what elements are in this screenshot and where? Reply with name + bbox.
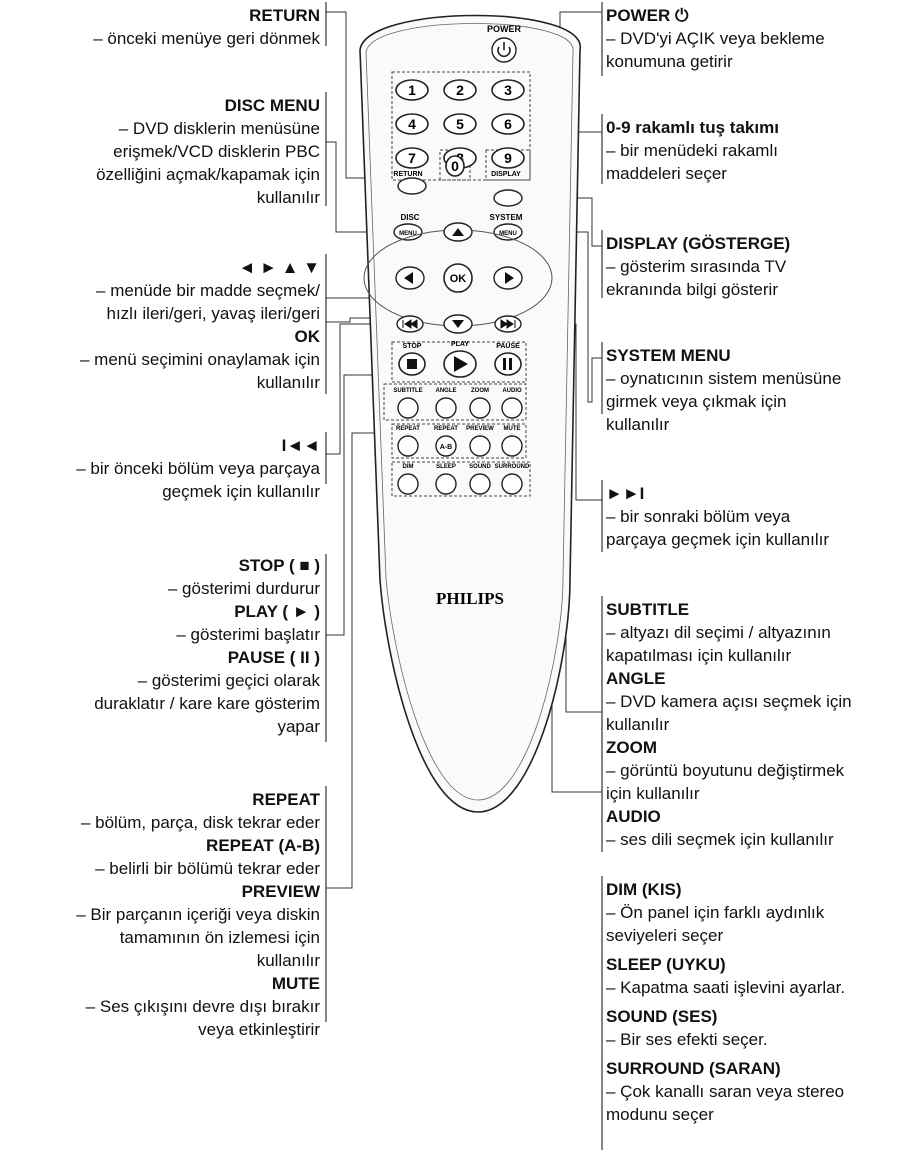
label-power: POWER ⏻ – DVD'yi AÇIK veya bekleme konum… [606,6,825,71]
digit-9-label: 9 [504,150,512,166]
digit-2-button [443,79,477,101]
func-label-sleep: SLEEP [436,464,456,470]
digit-0-button [445,155,465,177]
mute-button [501,435,523,457]
previous-icon [402,319,418,329]
func-label-angle: ANGLE [436,388,457,394]
svg-text:OK: OK [450,273,467,285]
svg-text:MENU: MENU [399,231,417,237]
digit-1-label: 1 [408,82,416,98]
digit-4-label: 4 [408,116,416,132]
zoom-button [469,397,491,419]
system-label: SYSTEM [490,213,523,222]
func-label-audio: AUDIO [502,388,522,394]
numpad: 1234567890 [395,79,525,177]
preview-button [469,435,491,457]
right-arrow-icon [505,272,514,284]
stop-icon [407,359,417,369]
remote-body [359,14,581,813]
svg-text:PLAY: PLAY [451,341,469,348]
surround-button [501,473,523,495]
return-label: RETURN [393,171,422,178]
label-stop-play-pause: STOP ( ■ ) – gösterimi durdurur PLAY ( ►… [94,556,320,736]
func-label-sound: SOUND [469,464,491,470]
pause-icon [503,358,506,370]
digit-1-button [395,79,429,101]
up-arrow-icon [452,228,464,236]
sound-button [469,473,491,495]
label-previous: I◄◄ – bir önceki bölüm veya parçaya geçm… [76,436,320,501]
subtitle-button [397,397,419,419]
func-label-mute: MUTE [504,426,521,432]
func-label-repeat: REPEAT [434,426,458,432]
func-label-surround: SURROUND [495,464,530,470]
label-system-menu: SYSTEM MENU – oynatıcının sistem menüsün… [606,346,842,434]
label-repeat-preview-mute: REPEAT – bölüm, parça, disk tekrar eder … [76,790,320,1039]
digit-3-button [491,79,525,101]
digit-5-label: 5 [456,116,464,132]
down-arrow-icon [452,320,464,328]
digit-2-label: 2 [456,82,464,98]
label-numpad: 0-9 rakamlı tuş takımı – bir menüdeki ra… [606,118,779,183]
digit-7-button [395,147,429,169]
disc-menu-button [393,223,423,241]
power-icon [497,42,511,58]
return-button [397,177,427,195]
ok-button [443,263,473,293]
angle-button [435,397,457,419]
func-label-dim: DIM [403,464,414,470]
brand-logo: PHILIPS [436,589,504,608]
digit-7-label: 7 [408,150,416,166]
digit-0-label: 0 [451,158,459,174]
digit-6-button [491,113,525,135]
dim-button [397,473,419,495]
svg-text:MENU: MENU [499,231,517,237]
func-label-zoom: ZOOM [471,388,489,394]
label-dim-sleep-sound-surround: DIM (KIS) – Ön panel için farklı aydınlı… [606,880,846,1124]
display-label: DISPLAY [491,171,521,178]
label-disc-menu: DISC MENU – DVD disklerin menüsüne erişm… [96,96,320,207]
digit-9-button [491,147,525,169]
label-return: RETURN – önceki menüye geri dönmek [93,6,320,48]
digit-4-button [395,113,429,135]
label-arrows-ok: ◄ ► ▲ ▼ – menüde bir madde seçmek/ hızlı… [80,258,320,392]
svg-text:STOP: STOP [403,343,422,350]
digit-5-button [443,113,477,135]
play-icon [454,356,468,372]
svg-text:PAUSE: PAUSE [496,343,520,350]
pause-button [494,352,522,376]
display-button [493,189,523,207]
repeat-button [435,435,457,457]
next-icon [500,319,516,329]
digit-3-label: 3 [504,82,512,98]
func-label-repeat: REPEAT [396,426,420,432]
label-subtitle-angle-zoom-audio: SUBTITLE – altyazı dil seçimi / altyazın… [606,600,852,849]
disc-label: DISC [400,213,419,222]
left-arrow-icon [404,272,413,284]
label-next: ►►I – bir sonraki bölüm veya parçaya geç… [606,484,829,549]
function-buttons: SUBTITLE ANGLE ZOOM AUDIO REPEAT REPEAT A-B PRE… [393,388,530,495]
system-menu-button [493,223,523,241]
label-display: DISPLAY (GÖSTERGE) – gösterim sırasında … [606,234,791,299]
digit-6-label: 6 [504,116,512,132]
power-button-label: POWER [487,24,522,34]
repeat-button [397,435,419,457]
audio-button [501,397,523,419]
sleep-button [435,473,457,495]
func-label-subtitle: SUBTITLE [393,388,422,394]
func-label-preview: PREVIEW [466,426,494,432]
ab-label: A-B [440,444,452,451]
